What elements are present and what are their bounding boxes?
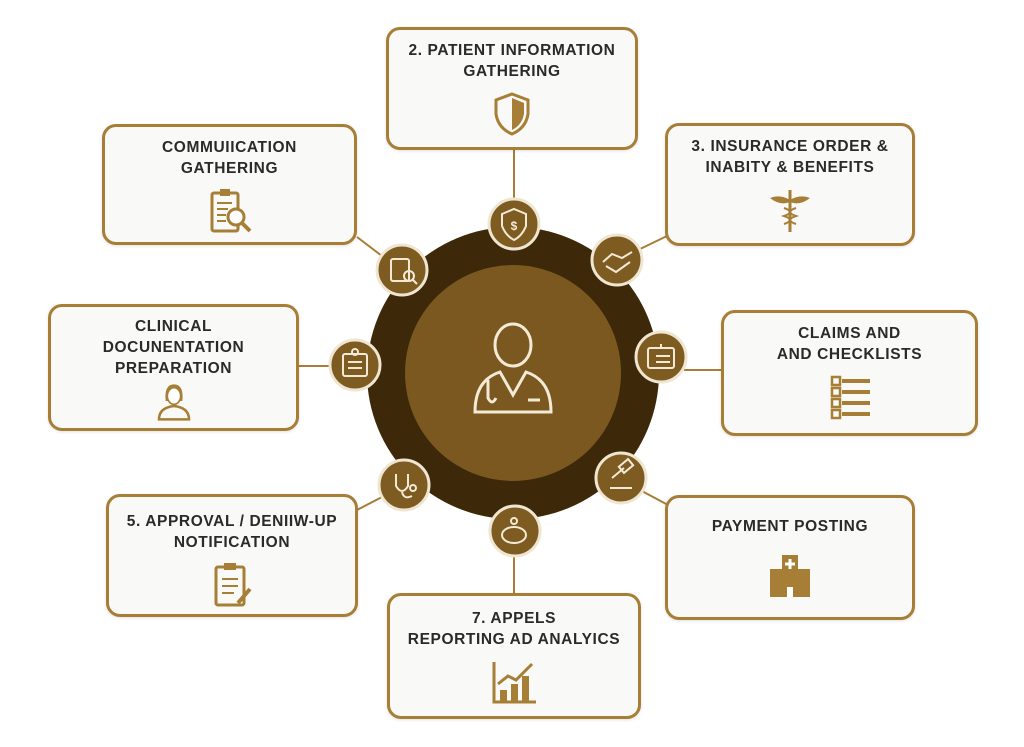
step-node[interactable]: [328, 338, 382, 392]
hospital-icon: [770, 555, 810, 597]
step-node[interactable]: [590, 233, 644, 287]
clipboard-pen-icon: [214, 563, 252, 607]
gavel-icon: [610, 457, 635, 489]
inner-circle: [405, 265, 621, 481]
connector-line: [637, 235, 668, 251]
clipboard-search-icon: [390, 258, 418, 285]
shield-icon: [494, 92, 530, 136]
clipboard-search-icon: [210, 189, 251, 233]
step-box-payment-posting[interactable]: PAYMENT POSTING: [665, 495, 915, 620]
step-label: PAYMENT POSTING: [711, 518, 869, 535]
step-node[interactable]: [377, 458, 431, 512]
step-node[interactable]: [488, 504, 542, 558]
step-node[interactable]: [487, 197, 541, 251]
shield-dollar-icon: [501, 207, 527, 242]
connector-line: [356, 236, 383, 257]
step-node[interactable]: [594, 451, 648, 505]
connector-lines: [299, 150, 722, 594]
doctor-icon: [473, 322, 553, 414]
bar-chart-icon: [492, 662, 536, 704]
medical-chart-icon: [342, 348, 368, 377]
female-doctor-icon: [157, 384, 190, 421]
step-label: 3. INSURANCE ORDER &INABITY & BENEFITS: [691, 138, 889, 176]
id-card-icon: [647, 344, 675, 369]
piggy-bank-icon: [501, 517, 527, 544]
svg-text:$: $: [511, 219, 518, 233]
step-box-insurance[interactable]: 3. INSURANCE ORDER &INABITY & BENEFITS: [665, 123, 915, 246]
step-node[interactable]: [375, 243, 429, 297]
caduceus-icon: [770, 190, 810, 232]
checklist-icon: [830, 375, 870, 420]
connector-line: [356, 495, 385, 511]
stethoscope-icon: [395, 474, 417, 499]
handshake-icon: [602, 251, 633, 274]
connector-line: [639, 489, 669, 506]
